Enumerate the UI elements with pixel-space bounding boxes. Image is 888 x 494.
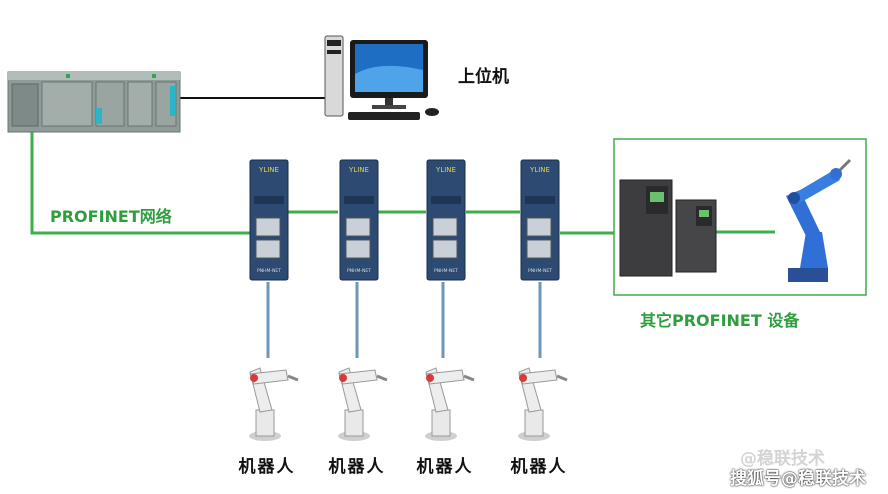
other-devices-frame [613, 138, 867, 296]
gateway-brand-4: YLINE [529, 166, 550, 174]
robot-3 [425, 367, 475, 441]
gateway-model-2: PNHM-NET [347, 268, 371, 274]
gateway-device-2 [339, 159, 379, 281]
watermark-top: @稳联技术 [740, 449, 825, 469]
profinet-main-line [30, 130, 252, 235]
gateway-device-3 [426, 159, 466, 281]
plc-rack [7, 71, 181, 133]
gateway-device-1 [249, 159, 289, 281]
gateway-brand-3: YLINE [435, 166, 456, 174]
watermark-bottom: 搜狐号@稳联技术 [730, 469, 866, 489]
host-computer [324, 35, 439, 120]
robot-1 [249, 367, 299, 441]
gateway-brand-2: YLINE [348, 166, 369, 174]
robot-label-3: 机器人 [416, 457, 474, 477]
robot-label-4: 机器人 [510, 457, 568, 477]
industrial-robot-arm [786, 158, 852, 282]
robot-label-1: 机器人 [238, 457, 296, 477]
host-computer-label: 上位机 [458, 67, 509, 87]
robot-4 [518, 367, 568, 441]
robot-2 [338, 367, 388, 441]
gateway-device-4 [520, 159, 560, 281]
profinet-network-label: PROFINET网络 [50, 207, 172, 226]
gateway-model-3: PNHM-NET [434, 268, 458, 274]
gateway-model-4: PNHM-NET [528, 268, 552, 274]
gateway-model-1: PNHM-NET [257, 268, 281, 274]
other-devices-label: 其它PROFINET 设备 [640, 311, 800, 330]
frequency-drive-small [675, 199, 717, 273]
robot-label-2: 机器人 [328, 457, 386, 477]
gateway-brand-1: YLINE [258, 166, 279, 174]
frequency-drive-large [619, 179, 673, 277]
